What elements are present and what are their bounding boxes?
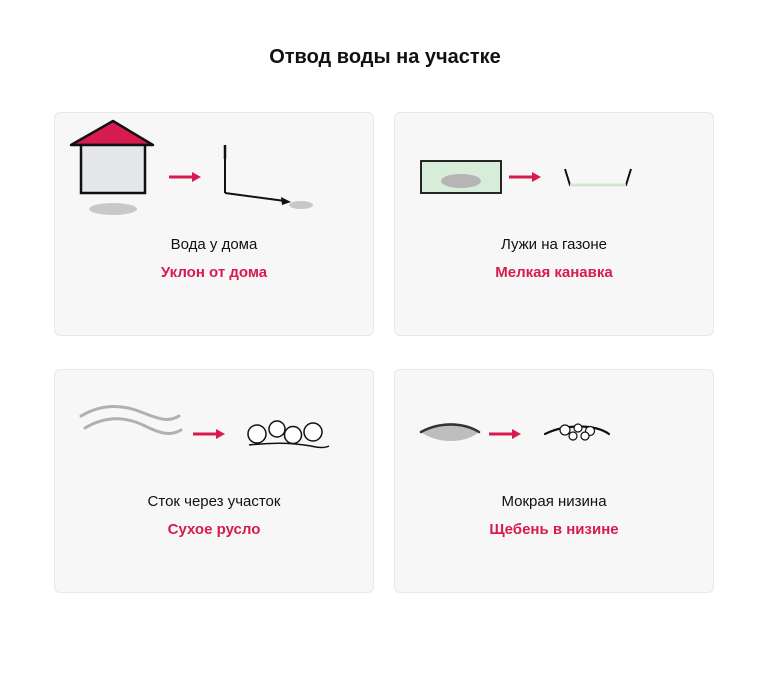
card-problem-label: Сток через участок <box>147 493 281 510</box>
card-solution-label: Уклон от дома <box>160 264 268 281</box>
wet-low-spot-icon <box>419 423 481 441</box>
slope-away-icon <box>223 145 313 209</box>
arrow-icon <box>509 172 541 182</box>
dry-creek-bed-icon <box>247 420 330 449</box>
card-problem-label: Лужи на газоне <box>500 236 608 253</box>
card-dry-creek: Сток через участок Сухое русло <box>54 369 374 593</box>
dry-creek-icon <box>79 404 330 449</box>
page-title: Отвод воды на участке <box>269 46 501 68</box>
lawn-puddle-icon <box>420 160 502 194</box>
card-solution-label: Щебень в низине <box>489 521 619 538</box>
card-solution-label: Мелкая канавка <box>495 264 613 281</box>
gravel-low-spot-icon <box>419 423 611 441</box>
card-gravel-low-spot: Мокрая низина Щебень в низине <box>394 369 714 593</box>
arrow-icon <box>489 429 521 439</box>
arrow-icon <box>193 429 225 439</box>
gravel-fill-icon <box>543 423 611 441</box>
runoff-waves-icon <box>79 404 183 435</box>
card-house-slope: Вода у дома Уклон от дома <box>54 112 374 336</box>
arrow-icon <box>169 172 201 182</box>
house-icon <box>69 119 155 215</box>
card-problem-label: Вода у дома <box>170 236 258 253</box>
card-puddle-swale: Лужи на газоне Мелкая канавка <box>394 112 714 336</box>
shallow-swale-icon <box>564 168 632 187</box>
puddle-swale-icon <box>420 160 632 194</box>
card-solution-label: Сухое русло <box>167 521 261 538</box>
card-problem-label: Мокрая низина <box>501 493 607 510</box>
house-slope-icon <box>69 119 313 215</box>
